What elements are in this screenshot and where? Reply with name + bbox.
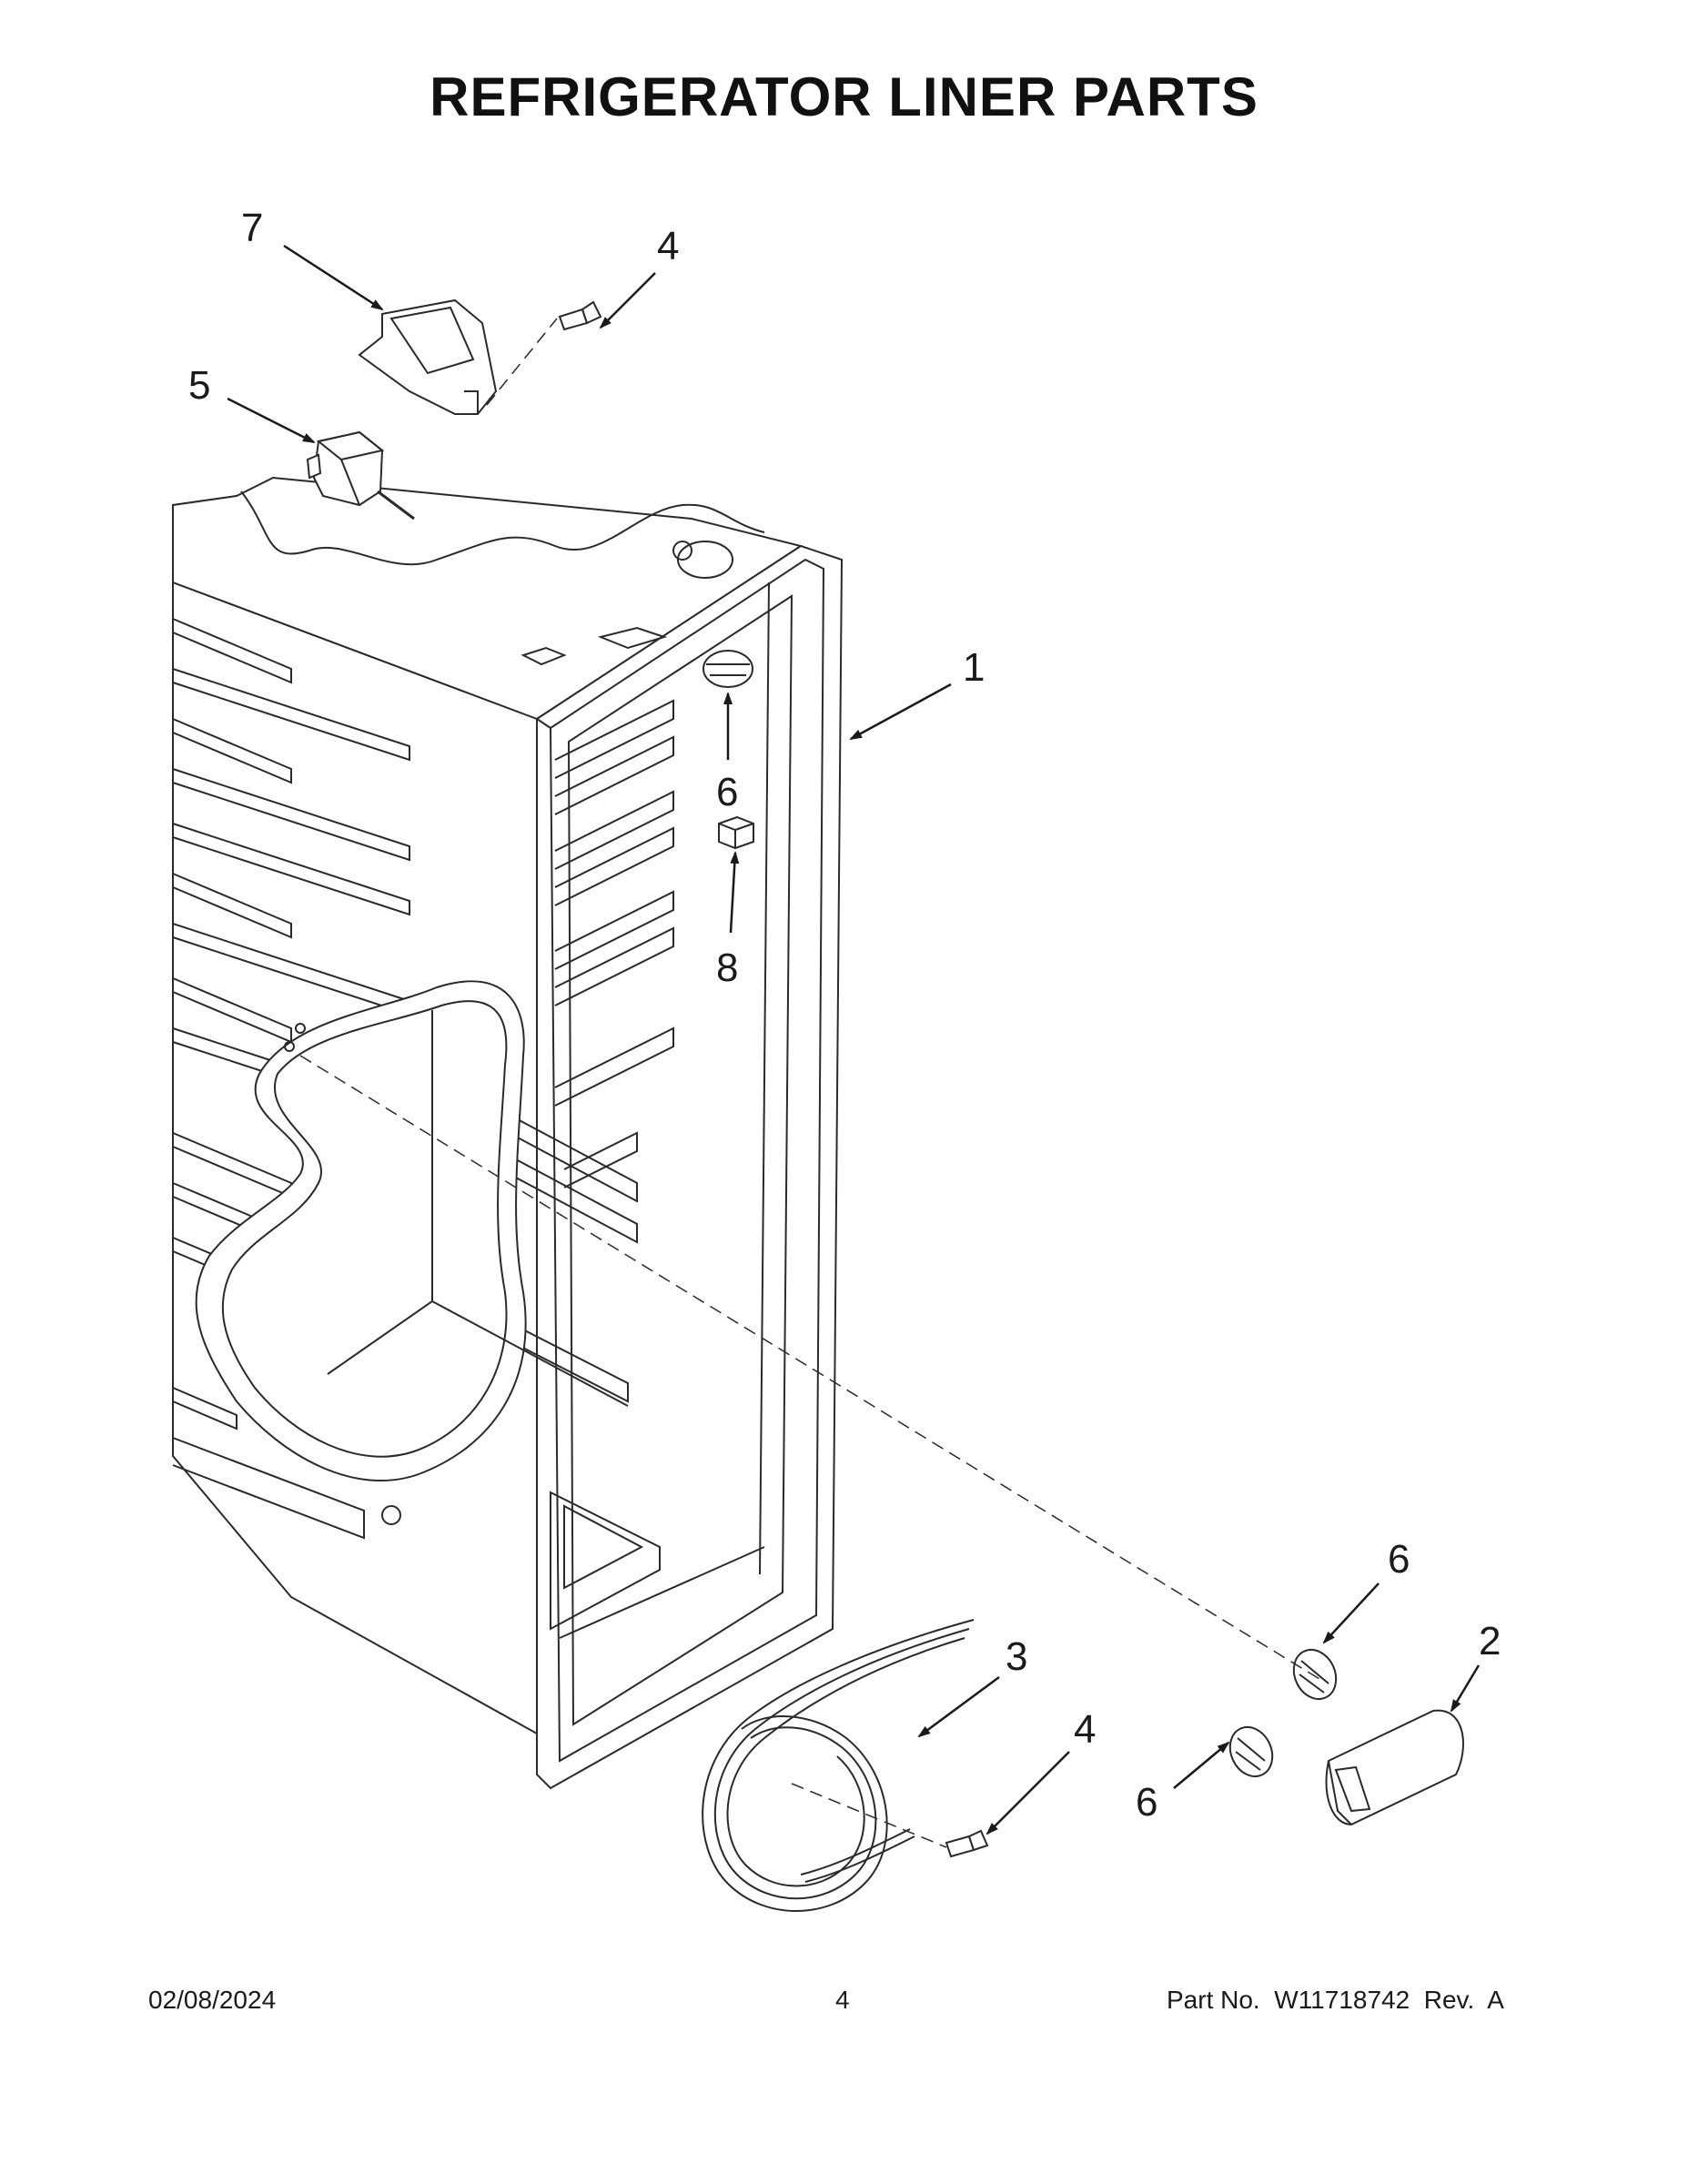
callout-7: 7 — [241, 206, 263, 250]
part-6-cap-lower-left — [1228, 1725, 1274, 1778]
footer-part-number: Part No. W11718742 Rev. A — [1167, 1986, 1504, 2014]
assembly-lines — [299, 318, 1320, 1848]
arrow-6c — [1173, 1741, 1230, 1789]
callout-4-top: 4 — [657, 224, 679, 268]
arrow-4a — [599, 272, 656, 329]
callout-8: 8 — [716, 945, 738, 990]
arrow-2 — [1450, 1664, 1481, 1713]
callout-1: 1 — [963, 645, 985, 690]
callout-6-lower-right: 6 — [1388, 1537, 1410, 1582]
footer-page-number: 4 — [835, 1986, 850, 2014]
callout-2: 2 — [1479, 1619, 1501, 1663]
callout-5: 5 — [188, 363, 210, 408]
callout-labels: 7 4 5 1 6 8 6 2 3 4 6 — [188, 206, 1501, 1825]
arrow-4b — [986, 1751, 1070, 1835]
page-title: REFRIGERATOR LINER PARTS — [430, 66, 1258, 127]
callout-arrows — [227, 244, 1481, 1835]
liner-shelf-supports — [431, 699, 674, 1403]
arrow-6b — [1322, 1582, 1380, 1644]
part-5-connector — [306, 430, 415, 521]
part-6-cap-upper — [702, 650, 753, 688]
callout-4-bottom: 4 — [1074, 1707, 1096, 1752]
callout-6-lower-left: 6 — [1136, 1780, 1157, 1825]
arrow-3 — [917, 1675, 1000, 1738]
arrow-5 — [227, 397, 316, 444]
part-2-trough — [1325, 1709, 1464, 1826]
footer-date: 02/08/2024 — [148, 1986, 277, 2014]
part-6-cap-lower-right — [1292, 1648, 1338, 1701]
refrigerator-liner — [172, 476, 844, 1790]
part-7-housing — [358, 298, 498, 415]
arrow-1 — [849, 682, 952, 741]
part-8-clip — [718, 815, 754, 850]
part-3-tubing — [702, 1619, 975, 1912]
arrow-8 — [729, 851, 740, 934]
arrow-7 — [283, 244, 384, 311]
part-4-screw-top — [558, 300, 602, 331]
callout-6-upper: 6 — [716, 770, 738, 814]
part-4-screw-bottom — [945, 1829, 989, 1858]
callout-3: 3 — [1006, 1634, 1027, 1679]
